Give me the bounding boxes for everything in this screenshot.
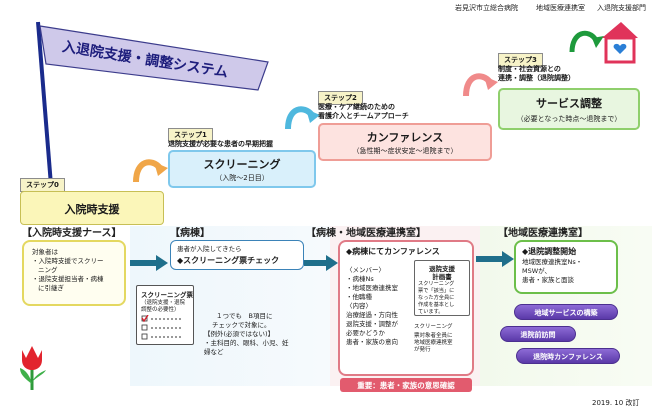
nurse-line2: ・入院時支援でスクリー — [32, 257, 104, 265]
section-nurse: 【入院時支援ナース】 — [22, 228, 122, 239]
flow-arrow-icon — [304, 255, 338, 271]
curved-arrow-icon — [133, 159, 168, 183]
ward-line1: 患者が入院してきたら — [177, 245, 242, 253]
sheet-line1: （退院支援・退院 — [141, 300, 186, 306]
nurse-box: 対象者は ・入院時支援でスクリー ニング ・退院支援担当者・病棟 に引継ぎ — [22, 240, 126, 306]
ward-note-line3: 【例外(必須ではない)】 — [204, 330, 275, 338]
flow-arrow-icon — [476, 251, 514, 267]
step1-title: スクリーニング — [203, 158, 281, 171]
liaison-title: ◆退院調整開始 — [522, 247, 577, 256]
step1-tag: ステップ1 — [168, 128, 213, 142]
conf-note-2: 票対象者全員に — [414, 333, 453, 339]
plan-line-3: なった方全員に — [418, 295, 455, 301]
conf-member-3: ・他職種 — [346, 293, 372, 301]
checklist-icon — [141, 315, 181, 340]
step2-heading-line2: 看護介入とチームアプローチ — [318, 112, 409, 120]
plan-document: 退院支援 計画書 スクリーニング 票で「該当」に なった方全員に 作成を基本とし… — [414, 260, 470, 316]
step3-title: サービス調整 — [536, 97, 602, 110]
header-section: 入退院支援部門 — [597, 4, 646, 12]
step3-heading-line2: 連携・調整（退院調整） — [498, 74, 575, 82]
conf-content-2: 退院支援・調整が — [346, 320, 398, 328]
pill-predischarge-visit: 退院前訪問 — [500, 326, 576, 342]
step2-title: カンファレンス — [366, 131, 444, 144]
pill-discharge-conference: 退院時カンファレンス — [516, 348, 620, 364]
conf-note-1: スクリーニング — [414, 324, 453, 330]
step1-heading: 退院支援が必要な患者の早期把握 — [168, 140, 273, 148]
step2-box: カンファレンス （急性期～症状安定～退院まで） — [318, 123, 492, 161]
plan-title-2: 計画書 — [432, 273, 452, 281]
section-ward: 【病棟】 — [170, 228, 210, 239]
step3-tag: ステップ3 — [498, 53, 543, 67]
step1-box: スクリーニング （入院～2日目） — [168, 150, 316, 188]
conf-member-2: ・地域医療連携室 — [346, 284, 398, 292]
sheet-line2: 調整の必要性） — [141, 307, 180, 313]
liaison-line3: 患者・家族と面談 — [522, 276, 574, 284]
curved-arrow-icon — [463, 73, 498, 97]
step1-subtitle: （入院～2日目） — [215, 174, 269, 182]
step3-heading-line1: 制度・社会資源との — [498, 65, 561, 73]
conf-note-3: 地域医療連携室 — [414, 340, 453, 346]
plan-line-4: 作成を基本とし — [418, 302, 455, 308]
conf-content-label: 〈内容〉 — [346, 302, 372, 310]
important-text: 重要：患者・家族の意思確認 — [357, 381, 455, 390]
plan-line-5: ています。 — [418, 309, 444, 315]
flow-arrow-icon — [130, 255, 168, 271]
nurse-line3: ニング — [38, 266, 58, 274]
liaison-line1: 地域医療連携室Ns・ — [522, 258, 583, 266]
step3-subtitle: （必要となった時点～退院まで） — [516, 115, 622, 123]
sheet-title: スクリーニング票 — [141, 291, 193, 299]
step3-box: サービス調整 （必要となった時点～退院まで） — [498, 88, 640, 130]
step2-subtitle: （急性期～症状安定～退院まで） — [352, 147, 458, 155]
conference-box: ◆病棟にてカンファレンス 〈メンバー〉 ・病棟Ns ・地域医療連携室 ・他職種 … — [338, 240, 474, 376]
ward-note-line2: チェックで対象に。 — [212, 321, 271, 329]
plan-line-2: 票で「該当」に — [418, 288, 455, 294]
ward-line2: ◆スクリーニング票チェック — [177, 256, 280, 265]
pill-service-building: 地域サービスの構築 — [514, 304, 618, 320]
conf-title: ◆病棟にてカンファレンス — [346, 247, 440, 256]
conf-content-1: 治療経過・方向性 — [346, 311, 398, 319]
step2-heading-line1: 医療・ケア継続のための — [318, 103, 395, 111]
ward-note: １つでも B項目に チェックで対象に。 【例外(必須ではない)】 ・主科目的、眼… — [200, 312, 304, 366]
nurse-line4: ・退院支援担当者・病棟 — [32, 275, 104, 283]
ward-note-line1: １つでも B項目に — [216, 312, 273, 320]
plan-title-1: 退院支援 — [429, 265, 455, 273]
screening-sheet: スクリーニング票 （退院支援・退院 調整の必要性） — [136, 285, 194, 345]
plan-line-1: スクリーニング — [418, 281, 455, 287]
step2-tag: ステップ2 — [318, 91, 363, 105]
conf-member-label: 〈メンバー〉 — [346, 266, 385, 274]
flag-banner — [39, 25, 269, 91]
conf-content-3: 必要かどうか — [346, 329, 385, 337]
ward-box: 患者が入院してきたら ◆スクリーニング票チェック — [170, 240, 304, 270]
nurse-line5: に引継ぎ — [38, 284, 64, 292]
ward-note-line4: ・主科目的、眼科、小児、妊 — [204, 339, 289, 347]
section-ward-liaison: 【病棟・地域医療連携室】 — [306, 228, 426, 239]
conf-content-4: 患者・家族の意向 — [346, 338, 398, 346]
nurse-line1: 対象者は — [32, 248, 58, 256]
conf-member-1: ・病棟Ns — [346, 275, 374, 283]
step0-box: 入院時支援 — [20, 191, 164, 225]
curved-arrow-icon — [285, 106, 320, 130]
footer-date: 2019. 10 改訂 — [592, 399, 640, 407]
step0-title: 入院時支援 — [64, 203, 120, 216]
house-icon — [569, 22, 638, 64]
header-hospital: 岩見沢市立総合病院 — [455, 4, 518, 12]
conf-note-4: が発行 — [414, 347, 431, 353]
liaison-line2: MSWが、 — [522, 267, 552, 275]
section-liaison: 【地域医療連携室】 — [498, 228, 588, 239]
header-department: 地域医療連携室 — [536, 4, 585, 12]
tulip-icon — [20, 346, 46, 390]
ward-note-line5: 婦など — [204, 348, 224, 356]
important-banner: 重要：患者・家族の意思確認 — [340, 378, 472, 392]
liaison-box: ◆退院調整開始 地域医療連携室Ns・ MSWが、 患者・家族と面談 — [514, 240, 618, 294]
step0-tag: ステップ0 — [20, 178, 65, 192]
